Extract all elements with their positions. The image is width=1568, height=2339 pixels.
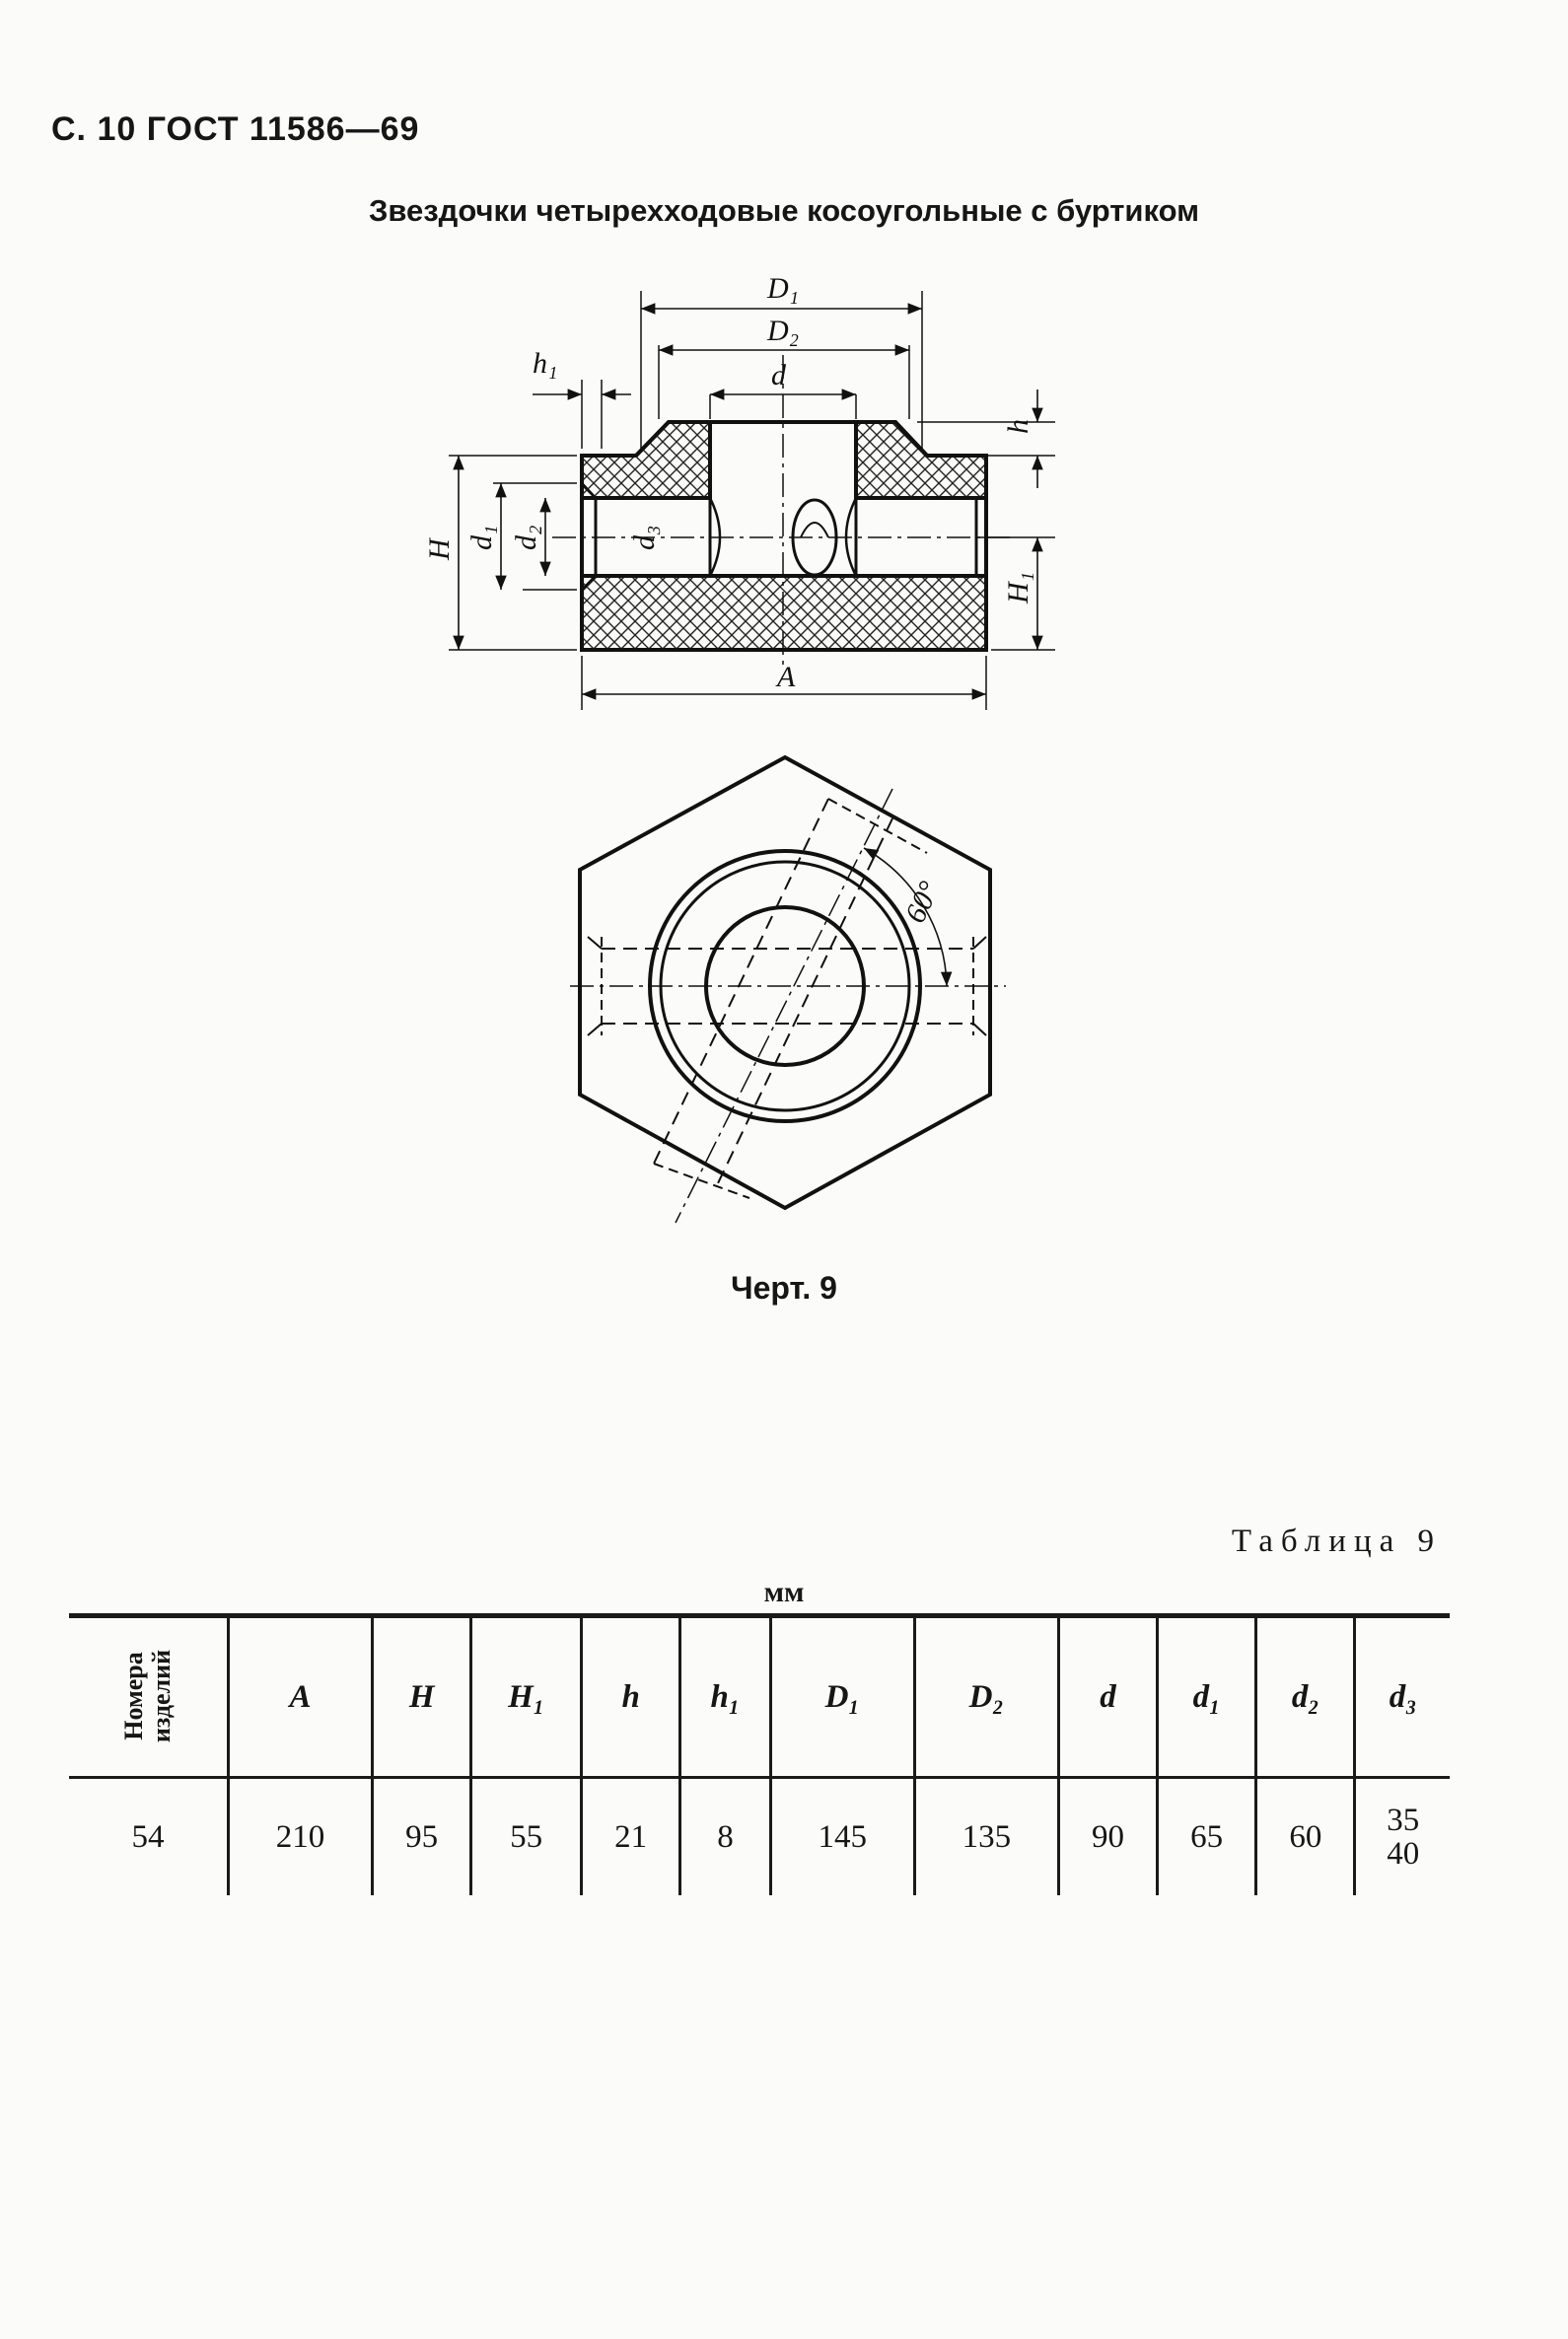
table-cell: 210 bbox=[226, 1777, 373, 1895]
label-h: h bbox=[1002, 419, 1034, 434]
label-d: d bbox=[771, 359, 787, 391]
label-d1: d₁ bbox=[465, 526, 498, 550]
header-cell: d₁ bbox=[1156, 1615, 1256, 1778]
header-cell: H₁ bbox=[469, 1615, 582, 1778]
table-units: мм bbox=[763, 1576, 805, 1608]
label-d3: d₃ bbox=[628, 526, 661, 550]
label-d2: d₂ bbox=[510, 526, 542, 550]
label-angle: 60° bbox=[898, 877, 946, 928]
header-cell: A bbox=[226, 1615, 373, 1778]
header-cell: d₂ bbox=[1254, 1615, 1355, 1778]
section-view bbox=[449, 291, 1055, 710]
page-title: Звездочки четырехходовые косоугольные с … bbox=[368, 193, 1200, 228]
drawing-caption: Черт. 9 bbox=[731, 1270, 837, 1306]
table-cell: 55 bbox=[469, 1777, 582, 1895]
table-cell: 54 bbox=[131, 1819, 165, 1855]
table-cell: 135 bbox=[912, 1777, 1059, 1895]
table-cell: 8 bbox=[678, 1777, 771, 1895]
table-cell: 90 bbox=[1056, 1777, 1158, 1895]
label-H1: H₁ bbox=[1002, 572, 1034, 604]
table-cell: 21 bbox=[580, 1777, 680, 1895]
label-h1: h₁ bbox=[533, 347, 557, 380]
spec-table: Номера изделий A H H₁ h h₁ D₁ D₂ d d₁ d₂… bbox=[69, 1613, 1450, 1895]
header-cell: D₁ bbox=[768, 1615, 915, 1778]
table-cell: 35 40 bbox=[1353, 1777, 1450, 1895]
label-D2: D₂ bbox=[766, 315, 799, 347]
page-header: С. 10 ГОСТ 11586—69 bbox=[51, 110, 420, 148]
table-cell: 145 bbox=[768, 1777, 915, 1895]
header-cell: Номера изделий bbox=[119, 1649, 176, 1742]
header-cell: h bbox=[580, 1615, 680, 1778]
label-H: H bbox=[423, 536, 456, 561]
plan-view bbox=[570, 754, 1006, 1224]
header-cell: d₃ bbox=[1353, 1615, 1450, 1778]
header-cell: D₂ bbox=[912, 1615, 1059, 1778]
table-cell: 60 bbox=[1254, 1777, 1355, 1895]
label-A: A bbox=[775, 661, 796, 693]
header-cell: d bbox=[1056, 1615, 1158, 1778]
table-caption: Таблица 9 bbox=[1231, 1524, 1442, 1559]
header-cell: H bbox=[371, 1615, 471, 1778]
table-cell: 65 bbox=[1156, 1777, 1256, 1895]
technical-drawing: D₁ D₂ d h₁ h H₁ H d₁ d₂ d₃ A 60° bbox=[423, 272, 1055, 1224]
table-cell: 95 bbox=[371, 1777, 471, 1895]
header-cell: h₁ bbox=[678, 1615, 771, 1778]
label-D1: D₁ bbox=[766, 272, 799, 305]
table-row: 54 210 95 55 21 8 145 135 90 65 60 35 40 bbox=[69, 1777, 1450, 1895]
table-header-row: Номера изделий A H H₁ h h₁ D₁ D₂ d d₁ d₂… bbox=[69, 1615, 1450, 1778]
